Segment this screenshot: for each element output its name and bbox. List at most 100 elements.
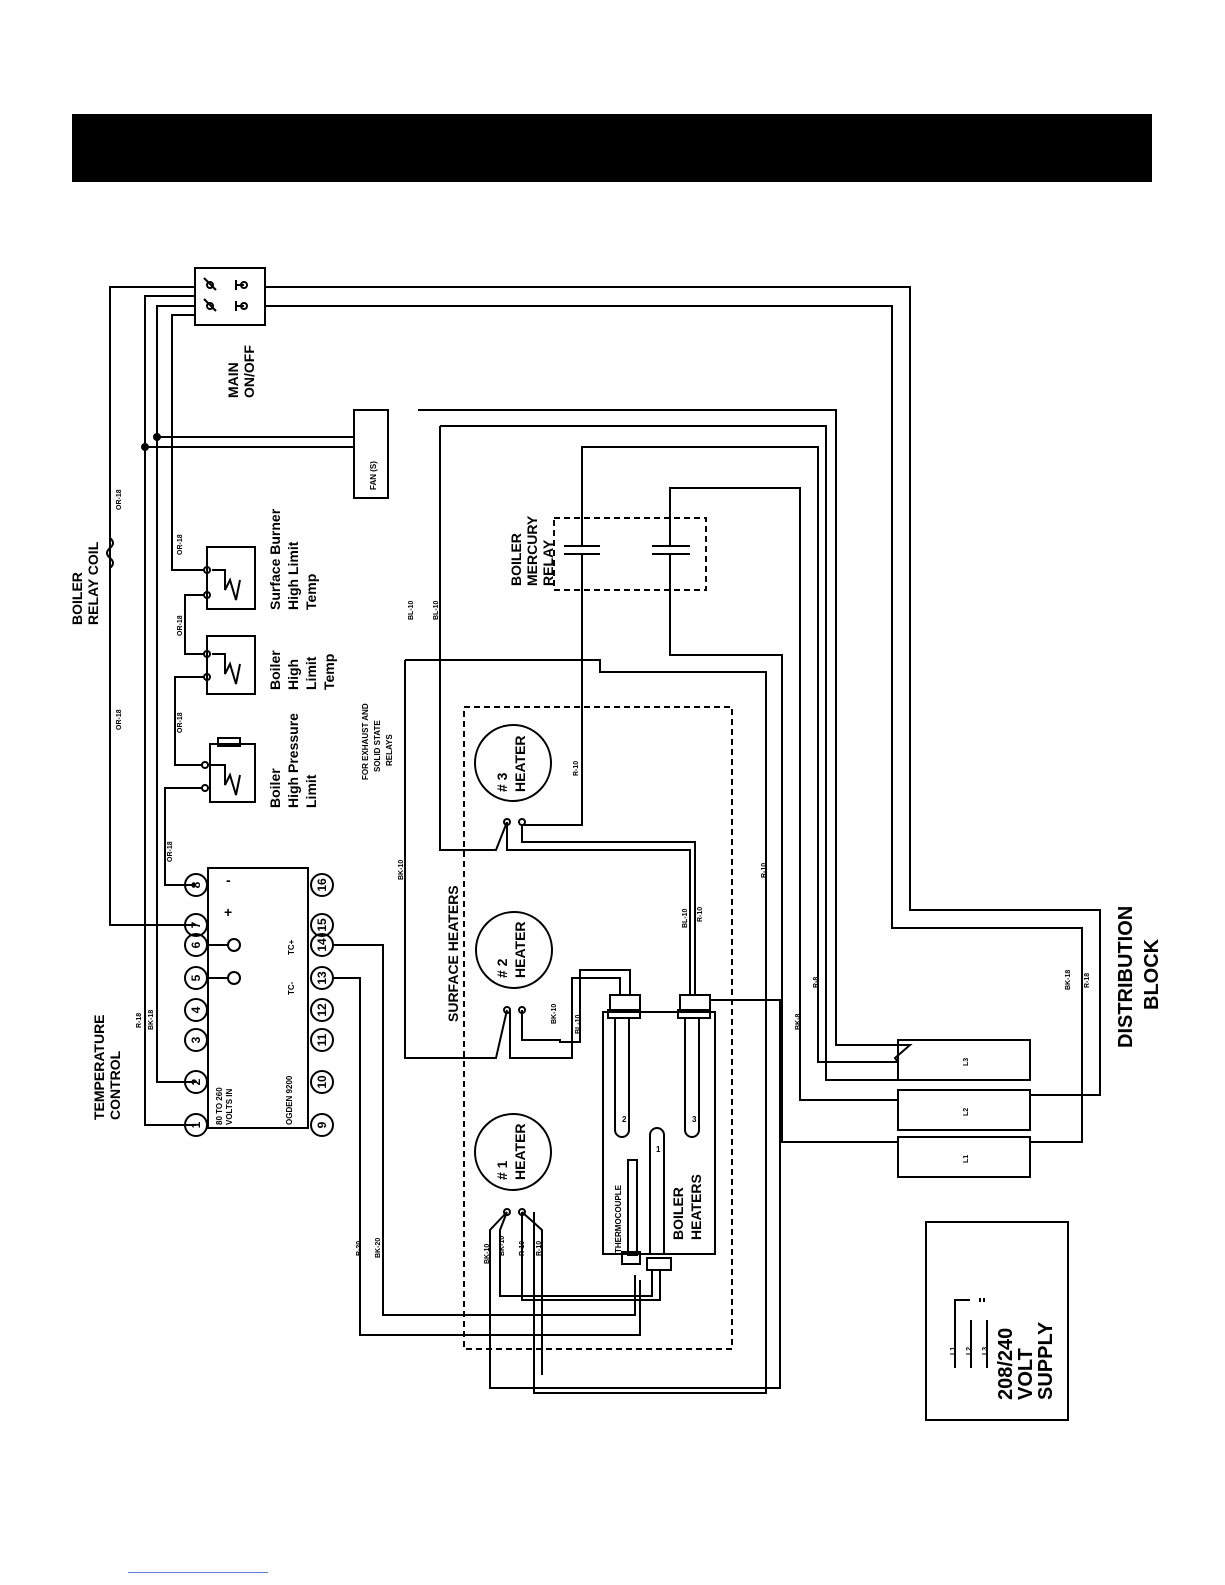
svg-text:L3: L3 (963, 1058, 970, 1066)
terminal-4: 4 (184, 998, 208, 1022)
svg-text:BOILER: BOILER (69, 572, 85, 625)
section-header-bar (72, 114, 1152, 182)
svg-text:R-10: R-10 (536, 1241, 543, 1256)
boiler-heaters: 2 3 1 THERMOCOUPLE BOILER HEATERS (602, 994, 716, 1271)
terminal-15: 15 (310, 913, 334, 937)
svg-text:HEATERS: HEATERS (688, 1174, 704, 1240)
svg-text:R-20: R-20 (356, 1241, 363, 1256)
terminal-label-2: 2 (189, 1078, 203, 1085)
terminal-label-8: 8 (189, 881, 203, 888)
control-model: OGDEN 9200 (285, 1075, 294, 1125)
terminal-label-9: 9 (315, 1121, 329, 1128)
boiler-relay-coil (106, 537, 114, 569)
wire-codes: OR-18 OR-18 OR-18 OR-18 OR-18 OR-18 R-18… (116, 489, 1091, 1264)
svg-text:BL-10: BL-10 (575, 1014, 582, 1034)
terminal-11: 11 (310, 1028, 334, 1052)
svg-text:2: 2 (622, 1115, 627, 1124)
surface-heaters-box (463, 706, 733, 1350)
boiler-high-limit (203, 635, 256, 695)
svg-text:BK-18: BK-18 (148, 1010, 155, 1030)
main-switch-label: MAIN ON/OFF (225, 345, 257, 398)
svg-text:Boiler: Boiler (267, 650, 283, 690)
boiler-relay-coil-label: BOILER RELAY COIL (69, 541, 101, 625)
control-plus: + (224, 904, 232, 920)
svg-text:High Limit: High Limit (285, 541, 301, 610)
temperature-control-label: TEMPERATURE CONTROL (91, 1014, 123, 1120)
svg-text:RELAY: RELAY (540, 539, 556, 586)
boiler-mercury-relay: BOILER MERCURY RELAY (508, 515, 707, 591)
svg-text:BL-10: BL-10 (408, 600, 415, 620)
svg-text:BK-10: BK-10 (499, 1236, 506, 1256)
terminal-14: 14 (310, 933, 334, 957)
boiler-pressure-limit (201, 737, 256, 803)
control-minus: - (226, 872, 231, 888)
terminal-label-3: 3 (189, 1036, 203, 1043)
svg-text:L2: L2 (963, 1108, 970, 1116)
svg-text:High: High (285, 659, 301, 690)
terminal-label-1: 1 (189, 1121, 203, 1128)
svg-text:L3: L3 (982, 1347, 989, 1355)
terminal-3: 3 (184, 1028, 208, 1052)
svg-text:MERCURY: MERCURY (524, 515, 540, 586)
svg-text:OR-18: OR-18 (116, 489, 123, 510)
svg-text:BL-10: BL-10 (433, 600, 440, 620)
terminal-label-14: 14 (315, 938, 329, 952)
svg-text:R-18: R-18 (1084, 973, 1091, 988)
svg-text:Surface Burner: Surface Burner (267, 508, 283, 610)
terminal-13: 13 (310, 966, 334, 990)
svg-text:Limit: Limit (303, 656, 319, 690)
control-voltage-2: VOLTS IN (225, 1088, 234, 1125)
svg-text:BK-18: BK-18 (1065, 970, 1072, 990)
svg-text:OR-18: OR-18 (177, 534, 184, 555)
terminal-16: 16 (310, 873, 334, 897)
terminal-8: 8 (184, 873, 208, 897)
svg-text:OR-18: OR-18 (116, 709, 123, 730)
surface-heaters-label: SURFACE HEATERS (445, 885, 461, 1022)
svg-text:OR-18: OR-18 (177, 712, 184, 733)
terminal-label-11: 11 (315, 1033, 329, 1046)
svg-text:R-10: R-10 (761, 863, 768, 878)
terminal-2: 2 (184, 1070, 208, 1094)
svg-text:BOILER: BOILER (670, 1187, 686, 1240)
exhaust-note: FOR EXHAUST AND SOLID STATE RELAYS (361, 703, 394, 780)
svg-text:R-10: R-10 (519, 1241, 526, 1256)
svg-text:Temp: Temp (321, 654, 337, 690)
terminal-6: 6 (184, 933, 208, 957)
svg-text:# 3: # 3 (494, 772, 510, 792)
heater-2: # 2 HEATER (475, 911, 553, 1014)
svg-text:L2: L2 (966, 1347, 973, 1355)
svg-text:L1: L1 (963, 1155, 970, 1163)
terminal-1: 1 (184, 1113, 208, 1137)
svg-text:BK-10: BK-10 (398, 860, 405, 880)
svg-text:FOR EXHAUST AND: FOR EXHAUST AND (361, 703, 370, 780)
surface-burner-high-limit (203, 546, 256, 610)
terminal-label-10: 10 (315, 1075, 329, 1089)
boiler-high-limit-label: Boiler High Limit Temp (267, 650, 337, 690)
svg-text:OR-18: OR-18 (167, 841, 174, 862)
distribution-block: L3 L2 L1 (897, 1039, 1031, 1178)
svg-text:Temp: Temp (303, 574, 319, 610)
main-switch (194, 267, 266, 326)
svg-text:THERMOCOUPLE: THERMOCOUPLE (614, 1184, 623, 1253)
terminal-5: 5 (184, 966, 208, 990)
terminal-7: 7 (184, 913, 208, 937)
terminal-label-4: 4 (189, 1006, 203, 1013)
surface-burner-limit-label: Surface Burner High Limit Temp (267, 508, 319, 610)
terminal-label-13: 13 (315, 971, 329, 985)
svg-text:208/240: 208/240 (995, 1328, 1017, 1400)
svg-text:R-10: R-10 (573, 761, 580, 776)
svg-text:High Pressure: High Pressure (285, 713, 301, 808)
svg-text:HEATER: HEATER (512, 921, 528, 978)
tc-minus: TC- (287, 981, 296, 995)
svg-text:OR-18: OR-18 (177, 615, 184, 636)
terminal-label-6: 6 (189, 941, 203, 948)
heater-1: # 1 HEATER (474, 1113, 552, 1216)
terminal-label-16: 16 (315, 878, 329, 892)
svg-text:BK-10: BK-10 (484, 1244, 491, 1264)
control-voltage-1: 80 TO 260 (215, 1087, 224, 1125)
svg-text:HEATER: HEATER (512, 1123, 528, 1180)
svg-text:VOLT: VOLT (1015, 1348, 1037, 1400)
temperature-control (207, 867, 309, 1129)
